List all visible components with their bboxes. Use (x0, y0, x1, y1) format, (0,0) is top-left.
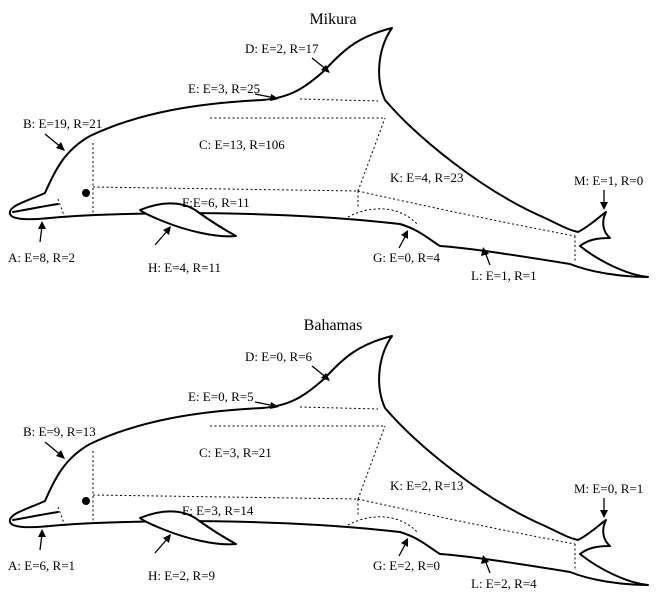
arrowhead-m (600, 510, 608, 518)
dolphin-outline (10, 336, 648, 585)
label-f: F: E=3, R=14 (182, 503, 254, 518)
panel-title: Bahamas (304, 317, 363, 334)
arrowhead-a (38, 221, 46, 229)
label-m: M: E=0, R=1 (574, 481, 643, 496)
label-h: H: E=4, R=11 (148, 260, 221, 275)
label-k: K: E=4, R=23 (390, 170, 464, 185)
label-l: L: E=1, R=1 (471, 268, 537, 283)
arrowhead-a (38, 529, 46, 537)
label-d: D: E=0, R=6 (245, 349, 313, 364)
label-g: G: E=0, R=4 (373, 250, 441, 265)
label-d: D: E=2, R=17 (245, 41, 319, 56)
label-b: B: E=9, R=13 (23, 424, 96, 439)
panel-title: Mikura (309, 11, 356, 28)
panel-mikura: Mikura D: E=2, R=17 E: E=3, R=25 B: E=19… (8, 11, 648, 283)
label-k: K: E=2, R=13 (390, 478, 464, 493)
label-e: E: E=0, R=5 (188, 389, 254, 404)
label-a: A: E=6, R=1 (8, 558, 75, 573)
label-g: G: E=2, R=0 (373, 558, 440, 573)
arrowhead-m (600, 202, 608, 210)
label-c: C: E=3, R=21 (199, 445, 272, 460)
label-l: L: E=2, R=4 (471, 576, 537, 591)
label-m: M: E=1, R=0 (574, 173, 643, 188)
label-a: A: E=8, R=2 (8, 250, 75, 265)
label-c: C: E=13, R=106 (199, 137, 285, 152)
label-b: B: E=19, R=21 (23, 116, 102, 131)
dolphin-outline (10, 28, 648, 277)
panel-bahamas: Bahamas D: E=0, R=6 E: E=0, R=5 B: E=9, … (8, 317, 648, 591)
label-h: H: E=2, R=9 (148, 568, 215, 583)
label-e: E: E=3, R=25 (188, 81, 260, 96)
label-f: F:E=6, R=11 (182, 195, 250, 210)
